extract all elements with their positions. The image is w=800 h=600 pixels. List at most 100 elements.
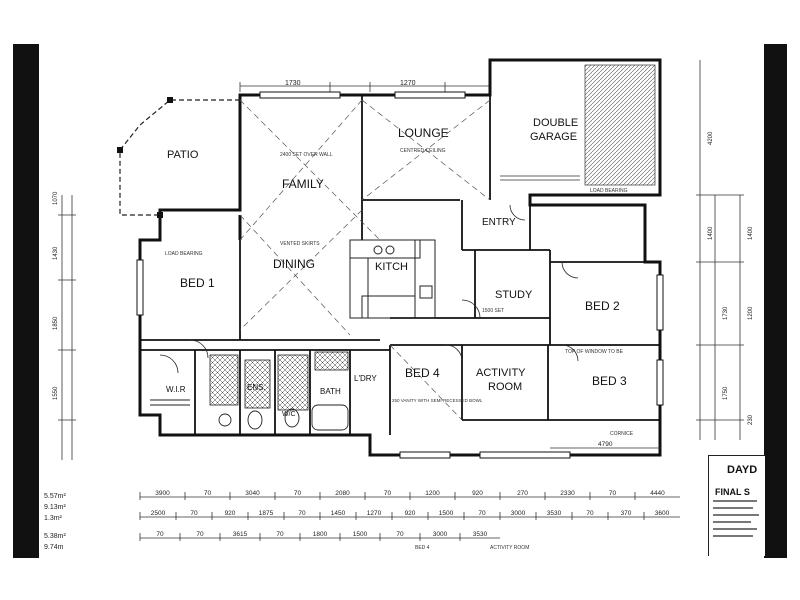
note-study: 1500 SET [482,308,504,314]
garage-door-marks [500,175,580,181]
below-label-activity: ACTIVITY ROOM [490,545,529,551]
room-label-bath: BATH [320,387,341,396]
room-label-dining: DINING [273,257,315,271]
dim-row1-value-7: 920 [472,490,483,497]
bath-tiles [314,351,349,371]
area-value-3: 1.3m² [44,515,63,522]
note-family: 2400 SET OVER WALL [280,152,333,158]
room-label-patio: PATIO [167,149,199,161]
dim-left-1: 1070 [53,191,59,205]
dim-row2-value-11: 3530 [547,510,562,517]
garage-bench-hatch [584,64,656,186]
dim-row2-value-5: 1450 [331,510,346,517]
room-label-bed3: BED 3 [592,374,627,388]
dim-row1-value-4: 2080 [335,490,350,497]
area-value-1: 5.57m² [44,493,66,500]
dim-row-2: 2500 70 920 1875 70 1450 1270 920 1500 70 3000 3530… [139,510,670,520]
dim-row3-value-2: 3615 [233,531,248,538]
room-label-lounge: LOUNGE [398,126,449,140]
interior-walls [140,95,660,435]
area-value-2: 9.13m² [44,504,66,511]
windows [136,91,664,459]
dim-left-4: 1550 [53,386,59,400]
scan-border-right [764,44,787,558]
dim-row3-value-7: 3000 [433,531,448,538]
note-bed1: LOAD BEARING [165,251,203,257]
area-value-4: 5.38m² [44,533,66,540]
note-cornice: CORNICE [610,431,634,437]
dim-row1-value-10: 70 [609,490,617,497]
dim-row2-value-2: 920 [225,510,236,517]
room-label-ldry: L'DRY [354,374,377,383]
dim-row2-value-7: 920 [405,510,416,517]
right-dimension-lines [696,60,744,440]
title-block-text-lines [713,500,763,542]
note-garage: LOAD BEARING [590,188,628,194]
dim-row1-value-5: 70 [384,490,392,497]
dim-row2-value-13: 370 [621,510,632,517]
room-label-bed2: BED 2 [585,299,620,313]
dim-row1-value-6: 1200 [425,490,440,497]
dim-row3-value-1: 70 [196,531,204,538]
dim-row1-value-9: 2330 [560,490,575,497]
below-label-bed4: BED 4 [415,545,430,551]
top-dimension-line [239,82,491,92]
title-block-subtitle: FINAL S [715,487,750,497]
ceiling-diagonals [239,99,491,421]
room-label-garage-line1: DOUBLE [533,117,578,129]
dim-row2-value-10: 3000 [511,510,526,517]
patio-outline [119,99,240,216]
dim-right-5: 1400 [748,226,754,240]
ensuite-shower-tiles [209,354,239,406]
dim-row1-value-2: 3040 [245,490,260,497]
dim-left-2: 1430 [53,246,59,260]
dim-row1-value-8: 270 [517,490,528,497]
title-block: DAYD FINAL S [708,455,765,556]
dim-row1-value-3: 70 [294,490,302,497]
room-label-bed4: BED 4 [405,366,440,380]
dim-row2-value-3: 1875 [259,510,274,517]
dim-row3-value-3: 70 [276,531,284,538]
room-label-ens: ENS. [247,383,266,392]
dim-row2-value-6: 1270 [367,510,382,517]
dim-row2-value-9: 70 [478,510,486,517]
dim-row1-value-0: 3900 [155,490,170,497]
note-lounge: CENTRED CEILING [400,148,446,154]
patio-posts [117,97,173,218]
left-dimension-lines [58,195,76,460]
title-block-title: DAYD [727,464,758,476]
fixtures [150,399,349,431]
scan-border-left [13,44,39,558]
dim-row2-value-1: 70 [190,510,198,517]
room-label-entry: ENTRY [482,217,516,228]
dim-top-2: 1270 [400,80,416,87]
dim-row3-value-6: 70 [396,531,404,538]
room-label-family: FAMILY [282,177,324,191]
dim-row3-value-0: 70 [156,531,164,538]
room-label-wc: W/C [282,411,296,418]
door-swings [159,204,579,374]
room-label-bed1: BED 1 [180,276,215,290]
dim-right-4: 1750 [723,386,729,400]
dim-right-3: 1730 [723,306,729,320]
dim-right-7: 230 [748,414,754,425]
dim-row2-value-8: 1500 [439,510,454,517]
dim-row2-value-4: 70 [298,510,306,517]
room-label-kitch: KITCH [375,261,408,273]
dim-row3-value-4: 1800 [313,531,328,538]
dim-top-1: 1730 [285,80,301,87]
note-bed3: TOP OF WINDOW TO BE [565,349,624,355]
dim-row1-value-11: 4440 [650,490,665,497]
room-label-study: STUDY [495,289,533,301]
dim-right-1: 4200 [708,131,714,145]
dim-row2-value-12: 70 [586,510,594,517]
dim-row2-value-0: 2500 [151,510,166,517]
room-label-garage-line2: GARAGE [530,131,577,143]
wc-tiles [277,354,309,411]
note-dining: VENTED SKIRTS [280,241,320,247]
bottom-dimension-lines [140,496,680,539]
kitchen-cabinets [349,239,436,319]
